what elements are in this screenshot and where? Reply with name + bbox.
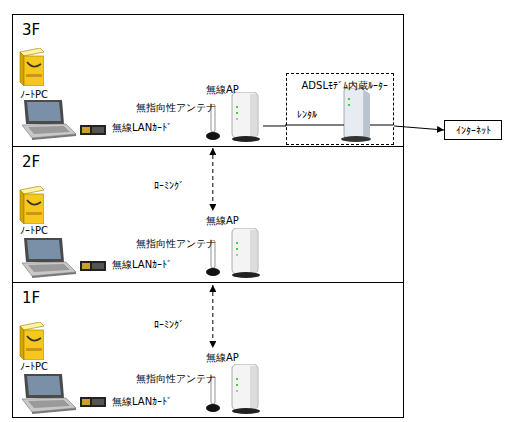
software-box <box>20 48 44 86</box>
access-point-device <box>232 228 260 278</box>
node-text: ADSLﾓﾃﾞﾑ内蔵ﾙｰﾀｰ <box>292 79 388 93</box>
edge-label: ﾛｰﾐﾝｸﾞ <box>154 319 184 331</box>
laptop-pc <box>22 238 76 278</box>
floor-band: 3F 無線AP ADSLﾓﾃﾞﾑ内蔵ﾙｰﾀｰ <box>12 14 404 147</box>
software-box <box>20 322 44 360</box>
connector-arrow <box>212 285 213 348</box>
lan-card <box>80 397 106 407</box>
floor-band: 1F 無線AP <box>12 282 404 418</box>
software-box <box>20 186 44 224</box>
router-device <box>341 88 371 142</box>
edge-label: ﾛｰﾐﾝｸﾞ <box>154 180 184 192</box>
cable <box>285 125 344 126</box>
lan-card <box>80 125 106 135</box>
part-label: ﾉｰﾄPC <box>20 225 48 237</box>
connector-arrow <box>394 126 444 130</box>
part-label: 無線LANｶｰﾄﾞ <box>112 259 172 271</box>
access-point-device <box>232 92 260 142</box>
node-text: 2F <box>22 153 394 171</box>
floor-band: 2F 無線AP <box>12 146 404 283</box>
part-label: 無線LANｶｰﾄﾞ <box>112 122 172 134</box>
part-label: 無指向性アンテナ <box>136 102 216 114</box>
node-text: 1F <box>22 289 394 307</box>
node-text: ｲﾝﾀｰﾈｯﾄ <box>456 125 491 136</box>
node-text: 無線AP <box>206 214 263 228</box>
cable <box>370 125 393 126</box>
node-text: 3F <box>22 21 394 39</box>
cable-line <box>263 125 286 126</box>
part-label: 無指向性アンテナ <box>136 238 216 250</box>
edge-label: ﾚﾝﾀﾙ <box>297 109 317 121</box>
part-label: ﾉｰﾄPC <box>20 89 48 101</box>
lan-card <box>80 261 106 271</box>
laptop-pc <box>22 374 76 414</box>
laptop-pc <box>22 100 76 140</box>
node-text: 無線AP <box>206 83 263 97</box>
connector-arrow <box>212 148 213 211</box>
node-text: 無線AP <box>206 351 263 365</box>
access-point-device <box>232 364 260 414</box>
internet-box: ｲﾝﾀｰﾈｯﾄ <box>444 120 502 140</box>
part-label: ﾉｰﾄPC <box>20 361 48 373</box>
part-label: 無線LANｶｰﾄﾞ <box>112 396 172 408</box>
part-label: 無指向性アンテナ <box>136 373 216 385</box>
